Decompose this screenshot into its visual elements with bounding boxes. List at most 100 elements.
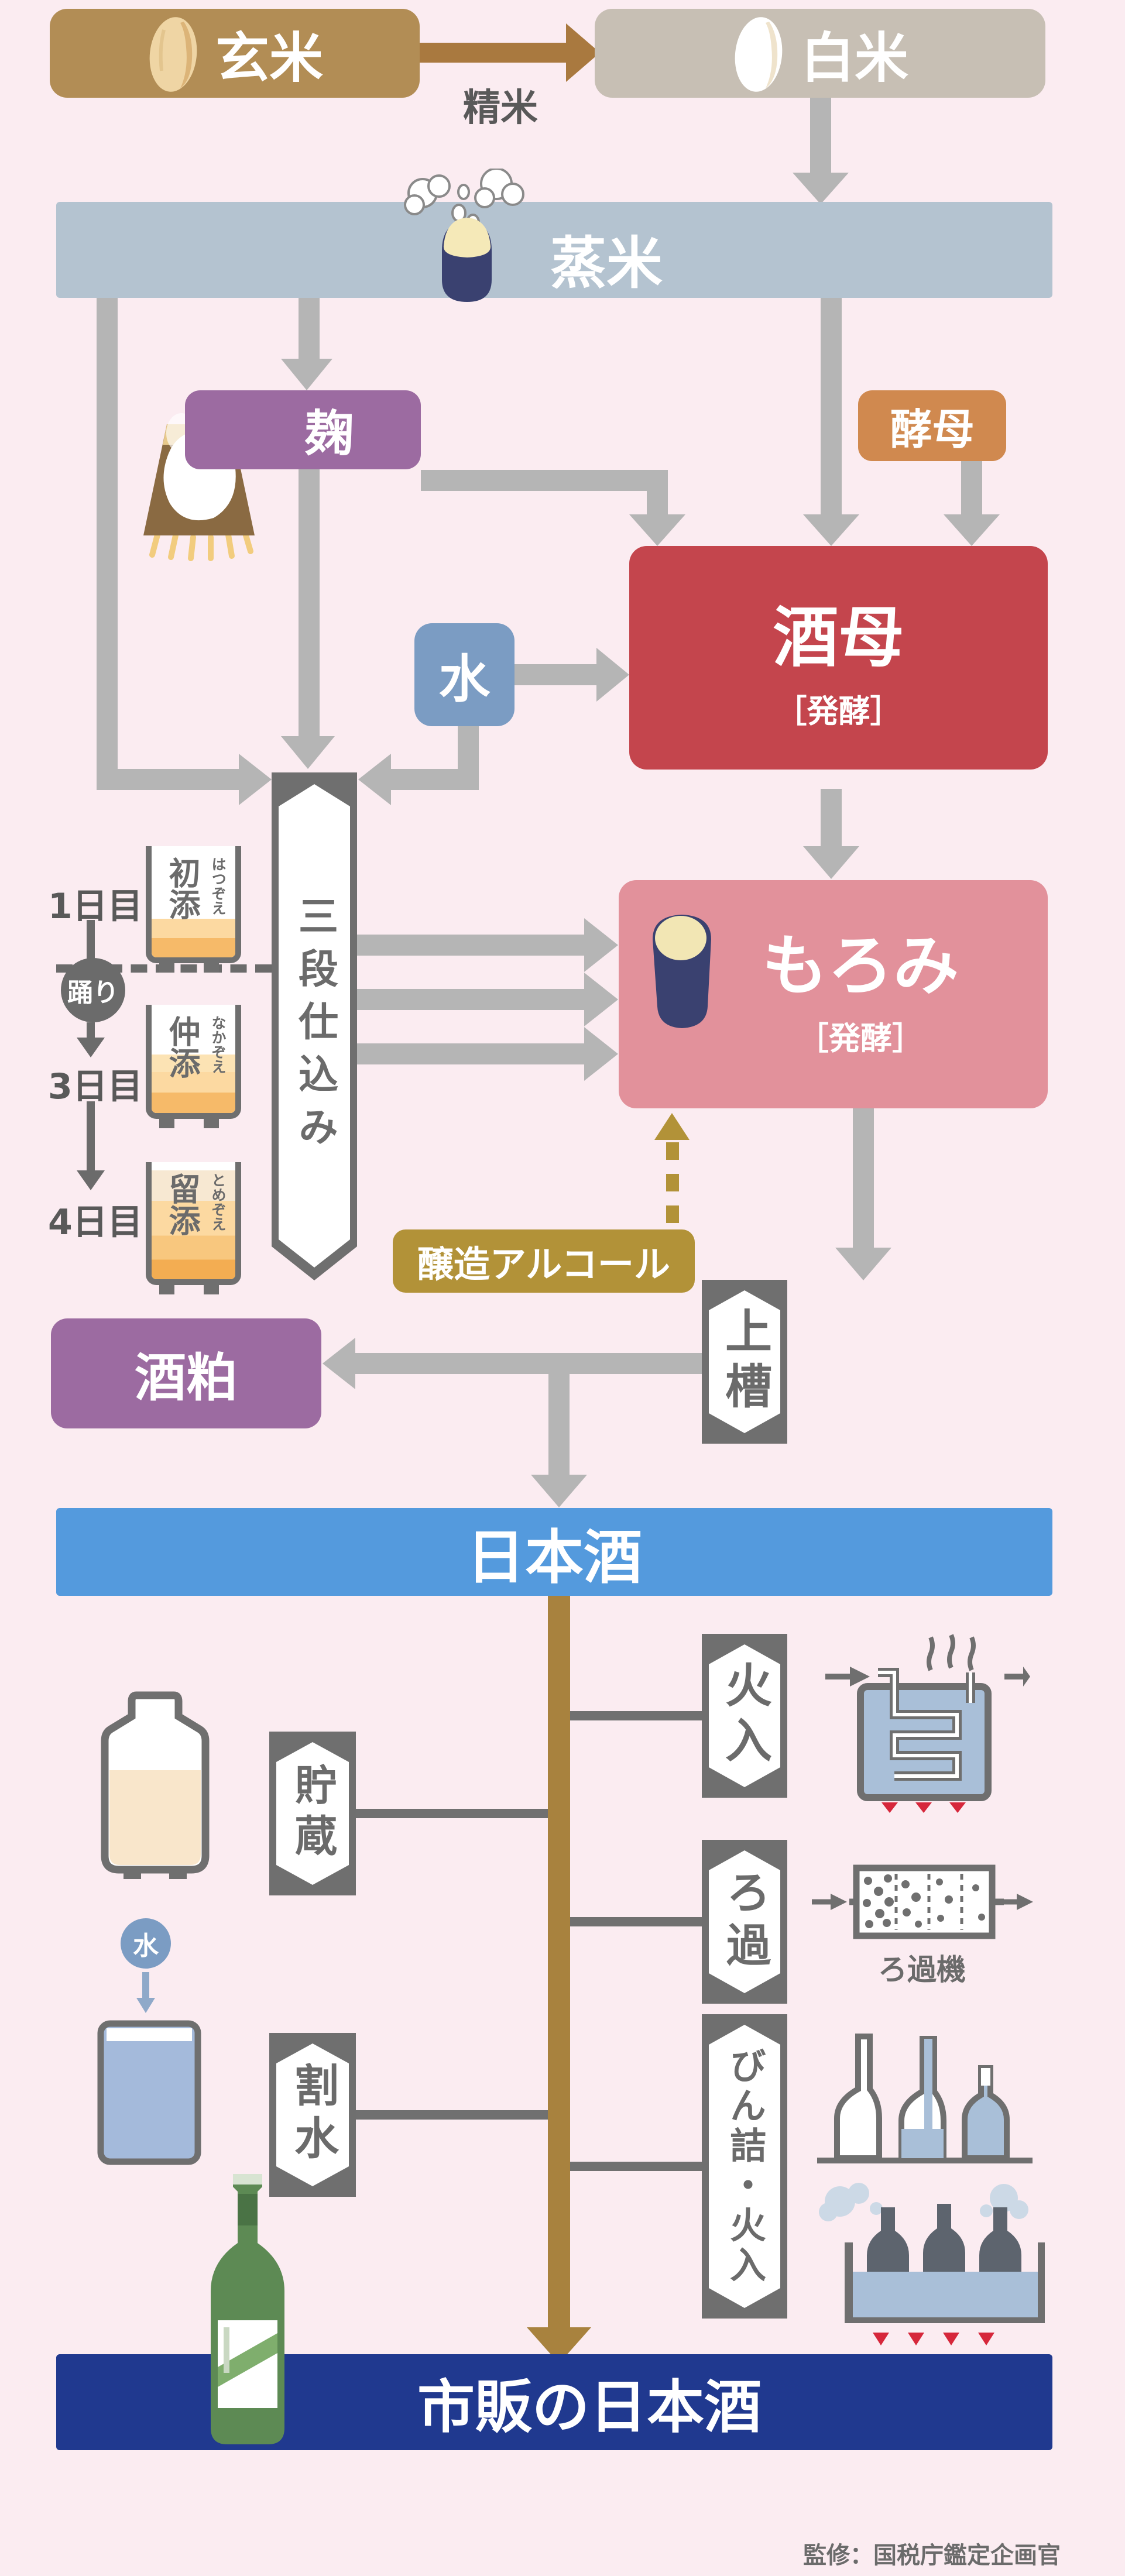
alcohol-dashed-line [666, 1205, 679, 1223]
warimizu-cup-icon [97, 2020, 201, 2165]
nakazoe-tank: 仲添 なかぞえ [146, 1005, 241, 1119]
hakumai-to-mushimai-head [793, 173, 849, 204]
shubo-sub-label: ［発酵］ [775, 692, 902, 730]
mizu-to-shubo-head [596, 648, 629, 702]
binzume-label: びん詰・火入 [723, 2047, 766, 2286]
warimizu-banner-shape [269, 2033, 356, 2197]
hatsuzoe-tank: 初添 はつぞえ [146, 846, 241, 963]
mushimai-to-shubo-head [803, 514, 859, 546]
nihonshu-bar: 日本酒 [56, 1508, 1052, 1596]
mushimai-to-sandan-left-head [239, 754, 272, 805]
odori-to-day3-head [77, 1038, 105, 1057]
mushimai-bar [56, 202, 1052, 298]
mushimai-label: 蒸米 [550, 231, 663, 296]
shubo-to-moromi-stem [821, 789, 842, 847]
roka-label: ろ過 [719, 1869, 771, 1974]
nakazoe-tank-foot [204, 1119, 219, 1128]
koji-box: 麹 [185, 390, 421, 469]
hakumai-label: 白米 [800, 26, 908, 90]
kobo-to-shubo-stem [961, 461, 982, 514]
odori-circle: 踊り [61, 958, 125, 1022]
shubo-to-moromi-head [803, 846, 859, 879]
roka-banner: ろ過 [702, 1840, 787, 2004]
warimizu-label: 割水 [287, 2062, 339, 2168]
genmai-label: 玄米 [215, 26, 323, 90]
warimizu-water-circle: 水 [121, 1918, 171, 1969]
binzume-banner-shape [702, 2014, 787, 2319]
chozo-label: 貯蔵 [287, 1763, 337, 1864]
tomezoe-tank: 留添 とめぞえ [146, 1162, 241, 1285]
hiire-banner: 火入 [702, 1634, 787, 1798]
jozo-alcohol-label: 醸造アルコール [417, 1243, 671, 1286]
tomezoe-label: 留添 [163, 1173, 200, 1236]
sake-bottle-icon [211, 2174, 284, 2444]
koji-to-shubo-hline [421, 470, 668, 491]
hiire-banner-shape [702, 1634, 787, 1798]
pasteurizer-coil-icon [825, 1634, 1030, 1813]
mushimai-to-sandan-left-hline [97, 769, 240, 790]
moromi-to-joso-stem [853, 1108, 874, 1249]
warimizu-dashed-arrow [142, 1972, 149, 1998]
sakekasu-box: 酒粕 [51, 1318, 321, 1428]
kobo-label: 酵母 [890, 405, 975, 454]
genmai-box: 玄米 [50, 9, 420, 98]
koji-to-sandan-stem [299, 469, 320, 737]
sandan-to-moromi-stem-1 [357, 935, 585, 956]
koji-label: 麹 [304, 405, 354, 462]
roka-machine-label: ろ過機 [878, 1953, 966, 1987]
alcohol-dashed-line [666, 1142, 679, 1160]
connector-warimizu [356, 2110, 548, 2120]
mushimai-to-shubo-stem [821, 298, 842, 514]
kobo-to-shubo-head [944, 514, 1000, 546]
sandan-to-moromi-stem-2 [357, 989, 585, 1010]
mizu-to-sandan-hline [390, 769, 479, 790]
koji-to-shubo-vline [647, 470, 668, 514]
nakazoe-tank-foot [159, 1119, 174, 1128]
tomezoe-tank-foot [204, 1285, 219, 1294]
brown-rice-grain-icon [149, 17, 197, 92]
mushimai-to-koji-stem [299, 298, 320, 360]
mizu-box: 水 [414, 623, 515, 726]
mushimai-to-sandan-left-vline [97, 298, 118, 790]
seimai-arrow-stem [420, 43, 567, 63]
sandan-to-moromi-head-1 [584, 918, 618, 972]
mizu-label: 水 [438, 648, 491, 709]
koji-to-sandan-head [281, 736, 335, 769]
main-flow-line [548, 1596, 570, 2328]
joso-to-sakekasu-head [323, 1338, 355, 1389]
hatsuzoe-tank-foot [204, 963, 219, 973]
moromi-text-group: もろみ ［発酵］ [720, 913, 1001, 1059]
jozo-alcohol-box: 醸造アルコール [393, 1229, 695, 1293]
mushimai-to-koji-head [281, 359, 332, 390]
moromi-label: もろみ [762, 928, 959, 1004]
day1-to-odori-line [87, 920, 95, 960]
mizu-to-sandan-head [358, 754, 391, 805]
storage-tank-icon [101, 1691, 210, 1879]
koji-to-shubo-head [629, 514, 685, 546]
mizu-to-shubo-stem [515, 664, 598, 685]
connector-chozo [356, 1809, 548, 1818]
kobo-box: 酵母 [858, 390, 1006, 461]
seimai-label: 精米 [463, 87, 538, 130]
connector-binzume [570, 2162, 702, 2171]
bottle-filling-icon [817, 2034, 1033, 2163]
binzume-banner: びん詰・火入 [702, 2014, 787, 2319]
shubo-box: 酒母 ［発酵］ [629, 546, 1048, 770]
shubo-label: 酒母 [773, 599, 904, 676]
day3-to-day4-head [77, 1170, 105, 1190]
alcohol-dashed-line [666, 1174, 679, 1191]
joso-to-nihonshu-stem [548, 1374, 570, 1476]
tomezoe-furigana: とめぞえ [210, 1173, 227, 1231]
day3-to-day4-line [87, 1101, 95, 1172]
sandan-to-moromi-head-2 [584, 973, 618, 1026]
bottle-bath-pasteurize-icon [819, 2183, 1045, 2345]
warimizu-dashed-arrow-head [136, 1998, 155, 2013]
hatsuzoe-furigana: はつぞえ [210, 857, 227, 915]
hakumai-to-mushimai-stem [810, 98, 831, 174]
connector-hiire [570, 1711, 702, 1720]
connector-roka [570, 1917, 702, 1926]
day4-label: 4日目 [48, 1202, 143, 1243]
joso-to-nihonshu-head [531, 1475, 587, 1507]
rice-steamer-icon [404, 169, 524, 302]
nakazoe-label: 仲添 [163, 1015, 200, 1079]
